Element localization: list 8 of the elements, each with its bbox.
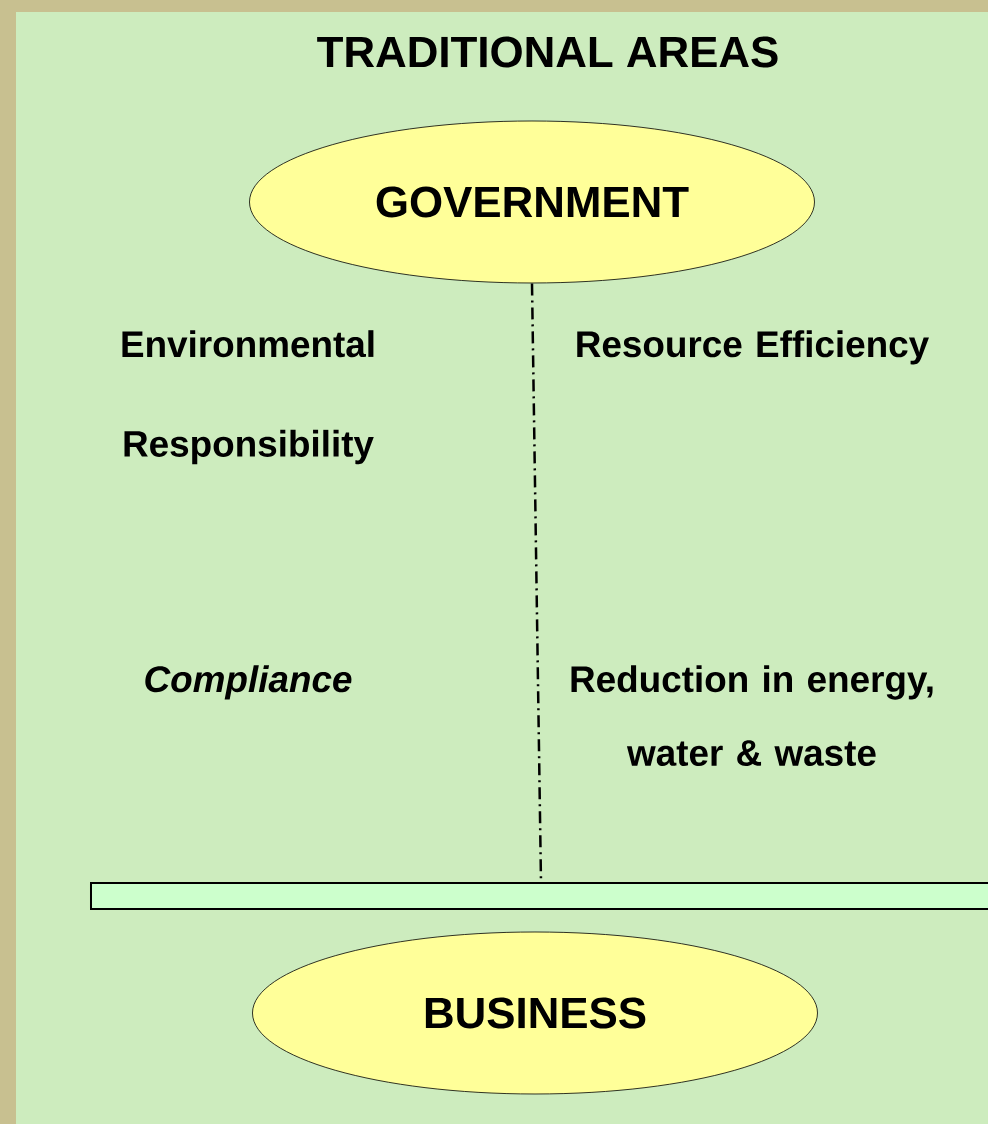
oval: BUSINESS [252,931,818,1095]
bar [90,882,988,910]
label: Environmental Responsibility [122,330,374,465]
label: Compliance [145,665,352,700]
oval: GOVERNMENT [249,120,815,284]
title: TRADITIONAL AREAS [317,36,778,68]
label: Resource Efficiency [577,330,929,365]
label: Reduction in energy, water & waste [571,665,933,766]
